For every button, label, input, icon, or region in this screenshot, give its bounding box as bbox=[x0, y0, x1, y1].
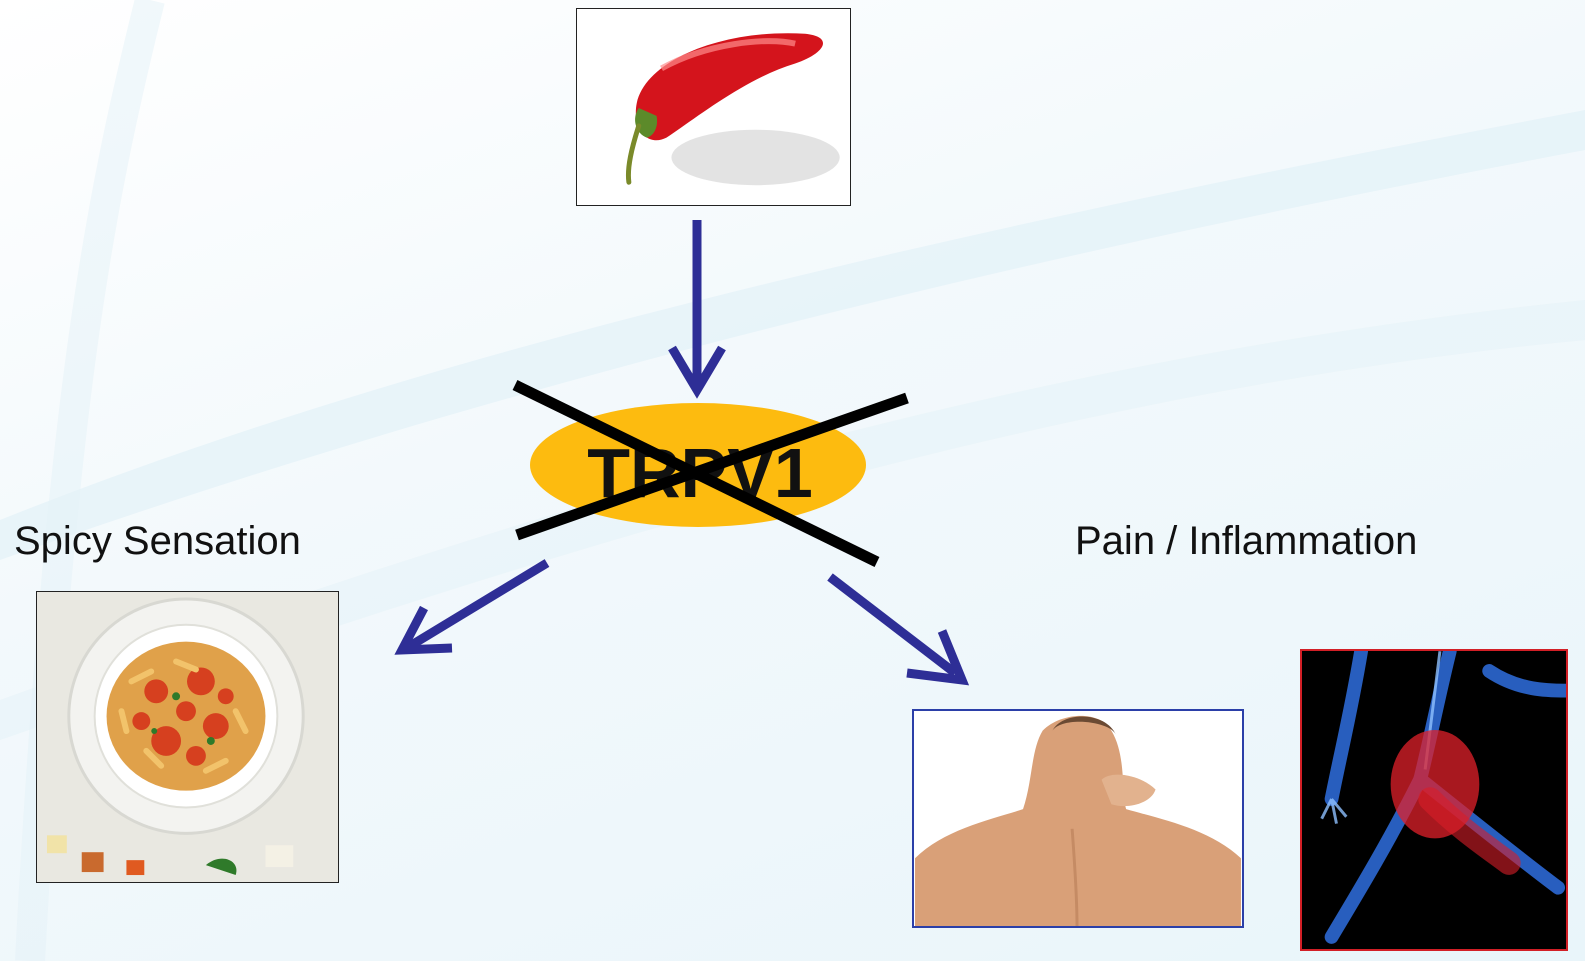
pasta-dish-image bbox=[36, 591, 339, 883]
neck-pain-image bbox=[912, 709, 1244, 928]
spicy-sensation-label: Spicy Sensation bbox=[14, 519, 301, 564]
chili-pepper-image bbox=[576, 8, 851, 206]
xray-hip-pain-image bbox=[1300, 649, 1568, 951]
pain-inflammation-label: Pain / Inflammation bbox=[1075, 519, 1417, 564]
